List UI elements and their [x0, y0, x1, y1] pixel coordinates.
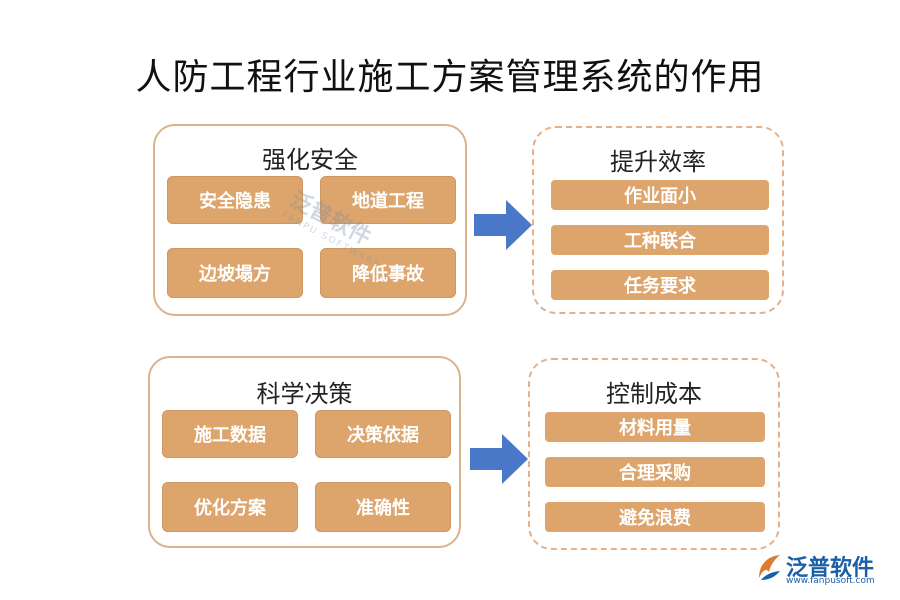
item-box: 安全隐患 — [167, 176, 303, 224]
group-strengthen-safety: 强化安全 安全隐患 地道工程 边坡塌方 降低事故 — [153, 124, 467, 316]
group-title: 强化安全 — [262, 146, 358, 174]
item-box: 降低事故 — [320, 248, 456, 298]
logo-icon — [759, 555, 780, 580]
item-box: 准确性 — [315, 482, 451, 532]
result-title: 提升效率 — [610, 148, 706, 176]
result-item-bar: 作业面小 — [551, 180, 769, 210]
page-title: 人防工程行业施工方案管理系统的作用 — [135, 57, 765, 98]
logo-url: www.fanpusoft.com — [786, 576, 875, 586]
item-box: 边坡塌方 — [167, 248, 303, 298]
arrow-right-icon — [474, 200, 532, 250]
item-box: 施工数据 — [162, 410, 298, 458]
result-item-bar: 任务要求 — [551, 270, 769, 300]
item-box: 决策依据 — [315, 410, 451, 458]
result-item-bar: 工种联合 — [551, 225, 769, 255]
logo-name: 泛普软件 — [786, 556, 875, 581]
brand-logo: 泛普软件 www.fanpusoft.com — [756, 550, 886, 586]
result-item-bar: 避免浪费 — [545, 502, 765, 532]
result-item-bar: 材料用量 — [545, 412, 765, 442]
item-box: 地道工程 — [320, 176, 456, 224]
result-control-cost: 控制成本 材料用量 合理采购 避免浪费 — [528, 358, 780, 550]
item-box: 优化方案 — [162, 482, 298, 532]
group-scientific-decision: 科学决策 施工数据 决策依据 优化方案 准确性 — [148, 356, 461, 548]
result-improve-efficiency: 提升效率 作业面小 工种联合 任务要求 — [532, 126, 784, 314]
result-item-bar: 合理采购 — [545, 457, 765, 487]
arrow-right-icon — [470, 434, 528, 484]
result-title: 控制成本 — [606, 380, 702, 408]
group-title: 科学决策 — [256, 380, 353, 408]
